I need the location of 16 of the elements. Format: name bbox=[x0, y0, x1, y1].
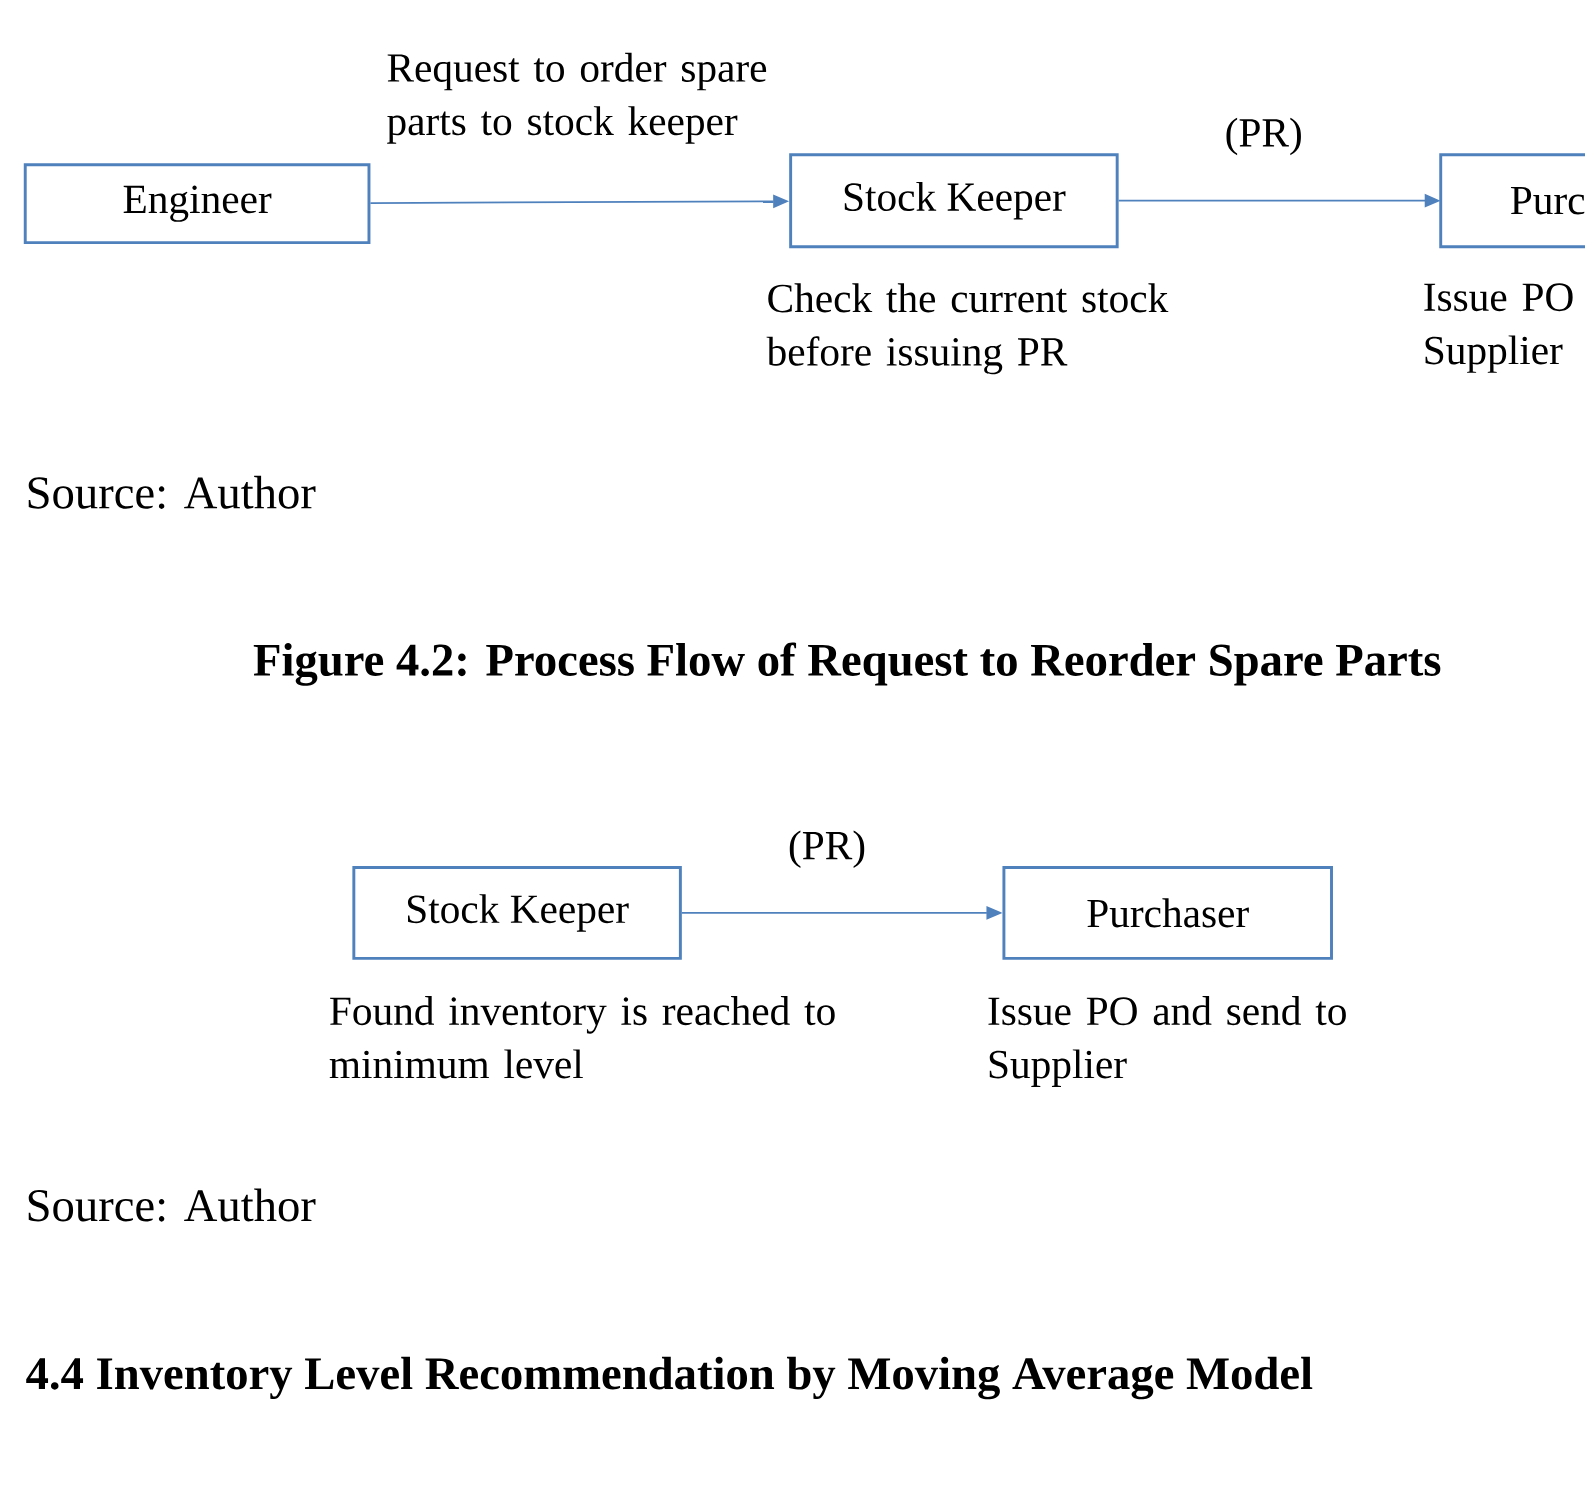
process-box: Purchaser bbox=[1002, 865, 1333, 960]
note-text: Issue PO and send to Supplier bbox=[988, 996, 1346, 1087]
heading: Figure 4.2: Process Flow of Request to Reorder Spare Parts bbox=[253, 642, 1441, 686]
edge-label: Request to order spare parts to stock keeper bbox=[387, 52, 767, 144]
edge-label: (PR) bbox=[1226, 117, 1301, 156]
source-note: Source: Author bbox=[28, 1188, 316, 1222]
process-box: Stock Keeper bbox=[352, 865, 682, 960]
process-box: Engineer bbox=[23, 163, 371, 245]
edge-label: (PR) bbox=[789, 830, 865, 868]
note-text: Issue PO Supplier bbox=[1424, 283, 1573, 373]
heading: 4.4 Inventory Level Recommendation by Moving Average Model bbox=[26, 1356, 1313, 1400]
process-box: Purc bbox=[1439, 153, 1585, 249]
process-box: Stock Keeper bbox=[789, 153, 1119, 249]
note-text: Found inventory is reached to minimum level bbox=[329, 996, 835, 1079]
note-text: Check the current stock before issuing PR bbox=[766, 283, 1169, 375]
source-note: Source: Author bbox=[28, 475, 316, 509]
